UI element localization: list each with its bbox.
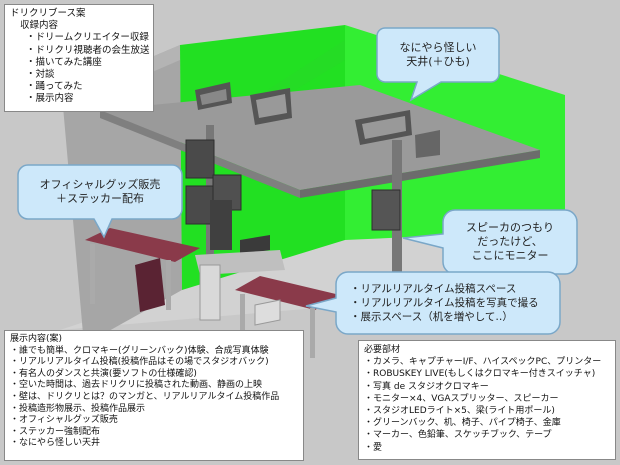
- callout-line: なにやら怪しい: [399, 41, 477, 54]
- list-item: ・ドリクリ視聴者の会生放送: [26, 44, 150, 56]
- goods-box: [135, 258, 165, 312]
- list-item: ・モニター×4、VGAスプリッター、スピーカー: [364, 393, 559, 404]
- exhibit-plan-title: 展示内容(案): [10, 334, 63, 344]
- booth-plan-title: ドリクリブース案: [10, 8, 86, 19]
- callout-line: オフィシャルグッズ販売: [39, 178, 161, 191]
- realtime-callout-text: ・リアルリアルタイム投稿スペース ・リアルリアルタイム投稿を写真で撮る ・展示ス…: [338, 272, 560, 334]
- list-item: ・誰でも簡単、クロマキー(グリーンバック)体験、合成写真体験: [10, 345, 269, 356]
- list-item: ・ステッカー強制配布: [10, 426, 101, 437]
- callout-line: ・リアルリアルタイム投稿スペース: [350, 283, 517, 295]
- camera: [240, 235, 270, 255]
- list-item: ・スタジオLEDライト×5、梁(ライト用ポール): [364, 406, 555, 417]
- list-item: ・ROBUSKEY LIVE(もしくはクロマキー付きスイッチャ): [364, 369, 596, 380]
- callout-line: ・リアルリアルタイム投稿を写真で撮る: [350, 297, 539, 309]
- list-item: ・空いた時間は、過去ドリクリに投稿された動画、静画の上映: [10, 380, 263, 391]
- camera-monitor: [210, 200, 232, 250]
- list-item: ・対談: [26, 69, 55, 81]
- studio-light: [195, 82, 232, 110]
- list-item: ・展示内容: [26, 93, 74, 105]
- callout-line: 天井(＋ひも): [406, 55, 470, 68]
- callout-line: ここにモニター: [471, 249, 549, 262]
- ceiling-callout: [376, 27, 500, 102]
- list-item: ・リアルリアルタイム投稿(投稿作品はその場でスタジオバック): [10, 357, 269, 368]
- chair: [254, 299, 281, 326]
- list-item: ・マーカー、色鉛筆、スケッチブック、テープ: [364, 430, 552, 441]
- equipment-title: 必要部材: [364, 345, 401, 355]
- goods-table: [85, 228, 200, 262]
- posting-table: [235, 276, 340, 310]
- list-item: ・踊ってみた: [26, 81, 83, 93]
- list-item: ・壁は、ドリクリとは？のマンガと、リアルリアルタイム投稿作品: [10, 391, 280, 402]
- monitor: [371, 189, 401, 231]
- list-item: ・描いてみた講座: [26, 56, 102, 68]
- list-item: ・グリーンバック、机、椅子、パイプ椅子、金庫: [364, 418, 561, 429]
- list-item: ・愛: [364, 442, 383, 453]
- list-item: ・投稿造形物展示、投稿作品展示: [10, 403, 146, 414]
- studio-light: [250, 88, 292, 125]
- speaker-callout-text: スピーカのつもり だったけど、 ここにモニター: [443, 210, 577, 274]
- monitor: [185, 185, 215, 225]
- callout-line: スピーカのつもり: [466, 221, 554, 234]
- list-item: ・カメラ、キャプチャーI/F、ハイスペックPC、プリンター: [364, 357, 602, 368]
- list-item: ・オフィシャルグッズ販売: [10, 415, 118, 426]
- realtime-callout: [305, 271, 561, 335]
- goods-callout-text: オフィシャルグッズ販売 ＋ステッカー配布: [18, 165, 182, 219]
- ceiling-callout-text: なにやら怪しい 天井(＋ひも): [377, 28, 499, 82]
- booth-floor: [60, 230, 565, 330]
- list-item: ・ドリームクリエイター収録: [26, 32, 149, 44]
- ceiling-beam: [100, 85, 540, 190]
- booth-plan-box: ドリクリブース案 収録内容 ・ドリームクリエイター収録 ・ドリクリ視聴者の会生放…: [4, 4, 154, 112]
- recording-list: ・ドリームクリエイター収録 ・ドリクリ視聴者の会生放送 ・描いてみた講座 ・対談…: [10, 32, 150, 105]
- recording-subtitle: 収録内容: [20, 20, 59, 32]
- list-item: ・写真 de スタジオクロマキー: [364, 381, 489, 392]
- exhibit-list: ・誰でも簡単、クロマキー(グリーンバック)体験、合成写真体験 ・リアルリアルタイ…: [10, 346, 298, 450]
- callout-line: ＋ステッカー配布: [56, 192, 144, 205]
- equipment-box: 必要部材 ・カメラ、キャプチャーI/F、ハイスペックPC、プリンター ・ROBU…: [358, 340, 616, 460]
- callout-line: ・展示スペース（机を増やして‥）: [350, 311, 513, 323]
- exhibit-plan-box: 展示内容(案) ・誰でも簡単、クロマキー(グリーンバック)体験、合成写真体験 ・…: [4, 330, 304, 461]
- list-item: ・有名人のダンスと共演(要ソフトの仕様確認): [10, 368, 197, 379]
- callout-line: だったけど、: [477, 235, 543, 248]
- equipment-list: ・カメラ、キャプチャーI/F、ハイスペックPC、プリンター ・ROBUSKEY …: [364, 356, 610, 454]
- pc-tower: [199, 264, 221, 321]
- goods-callout: [17, 164, 183, 239]
- studio-light: [415, 130, 440, 158]
- monitor: [185, 139, 215, 179]
- list-item: ・なにやら怪しい天井: [10, 438, 101, 449]
- studio-light: [355, 110, 412, 145]
